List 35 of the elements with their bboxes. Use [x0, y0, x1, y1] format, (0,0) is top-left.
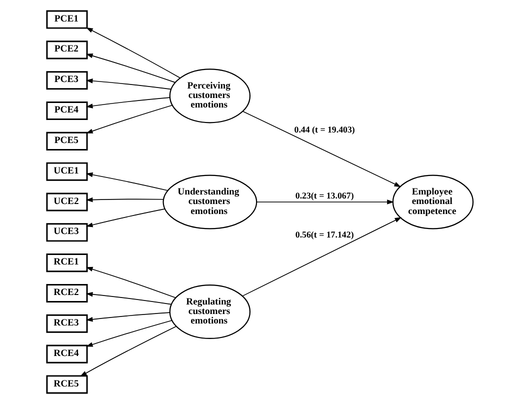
node-box: RCE3: [46, 314, 88, 333]
arrow: [242, 110, 402, 188]
node-box: PCE5: [46, 132, 88, 150]
arrow: [86, 197, 164, 202]
arrow: [242, 217, 402, 296]
node-ellipse: Regulating customers emotions: [169, 284, 251, 340]
arrow: [86, 78, 172, 90]
node-box: PCE2: [46, 40, 88, 60]
node-box: PCE3: [46, 71, 88, 90]
node-box: RCE5: [46, 375, 88, 394]
arrow: [86, 104, 173, 134]
arrow: [86, 27, 180, 78]
node-ellipse: Understanding customers emotions: [162, 174, 258, 230]
arrow: [86, 312, 170, 322]
arrow: [86, 320, 172, 347]
arrow: [80, 326, 177, 377]
node-box: UCE3: [46, 223, 88, 242]
node-box: UCE1: [46, 162, 88, 181]
node-box: RCE2: [46, 284, 88, 302]
edge-label: 0.23(t = 13.067): [295, 190, 354, 201]
node-ellipse: Perceiving customers emotions: [169, 68, 251, 124]
node-box: RCE1: [46, 254, 88, 272]
node-box: RCE4: [46, 344, 88, 364]
arrow: [86, 172, 168, 191]
edge-label: 0.44 (t = 19.403): [294, 124, 355, 135]
arrow: [86, 54, 176, 83]
arrow: [86, 266, 176, 298]
arrow: [256, 200, 394, 204]
arrow: [86, 292, 172, 305]
node-box: UCE2: [46, 192, 88, 212]
arrow: [86, 97, 170, 108]
arrow: [86, 208, 166, 228]
node-box: PCE4: [46, 102, 88, 120]
node-box: PCE1: [46, 10, 88, 29]
edge-label: 0.56(t = 17.142): [295, 229, 354, 240]
